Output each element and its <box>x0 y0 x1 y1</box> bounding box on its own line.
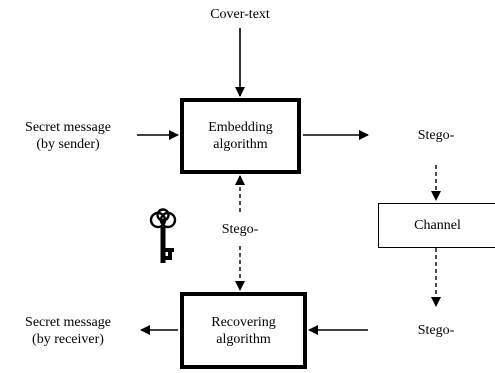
cover-text-label: Cover-text <box>210 7 270 22</box>
secret-message-receiver-label: Secret message (by receiver) <box>2 314 134 348</box>
recovering-line2: algorithm <box>216 331 271 347</box>
stego-object-out-label: Stego- <box>417 128 455 143</box>
secret-message-sender-label: Secret message (by sender) <box>2 119 134 153</box>
stego-object-in-label: Stego- <box>417 323 455 338</box>
channel-box: Channel <box>378 203 495 248</box>
embedding-line1: Embedding <box>208 120 273 135</box>
recovering-line1: Recovering <box>211 314 276 330</box>
secret-message-receiver-line1: Secret message <box>25 315 111 330</box>
secret-message-sender-line1: Secret message <box>25 120 111 135</box>
recovering-algorithm-box: Recovering algorithm <box>180 292 307 369</box>
embedding-line2: algorithm <box>213 137 268 152</box>
stego-key-label: Stego- <box>221 222 259 237</box>
embedding-algorithm-box: Embedding algorithm <box>180 98 301 174</box>
secret-message-receiver-line2: (by receiver) <box>32 332 104 347</box>
secret-message-sender-line2: (by sender) <box>36 137 100 152</box>
key-icon <box>149 208 177 263</box>
